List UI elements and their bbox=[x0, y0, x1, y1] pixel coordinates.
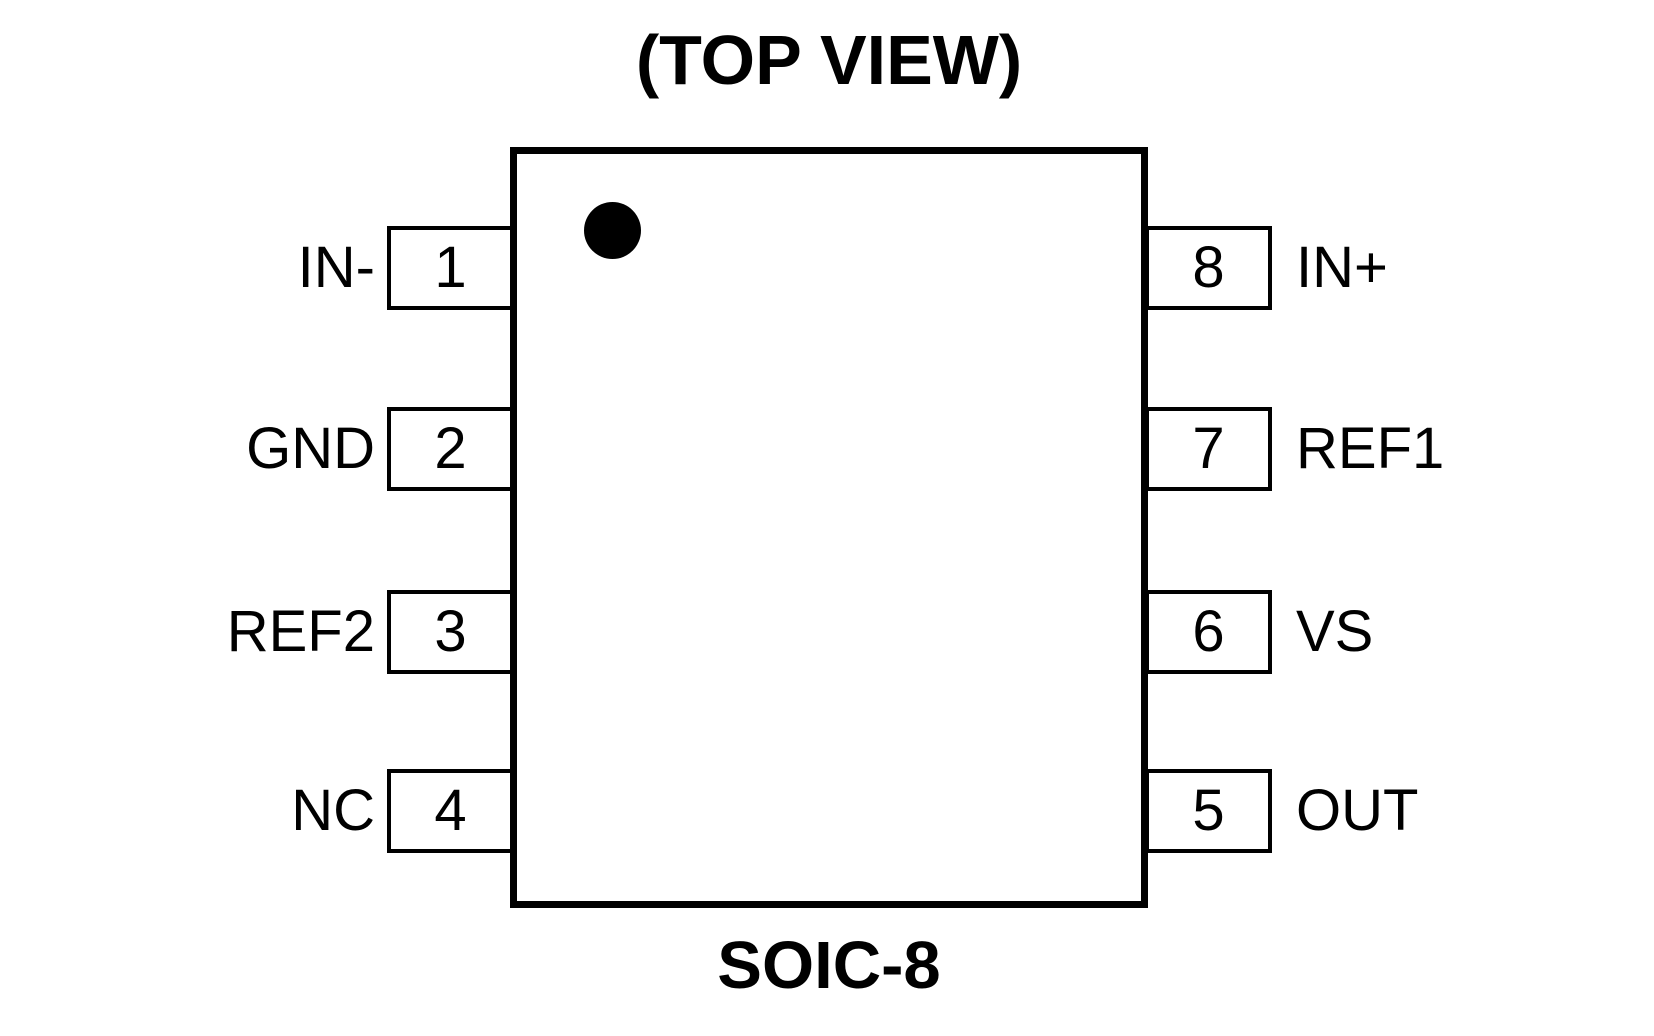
pin-number-3: 3 bbox=[434, 599, 467, 664]
chip-body bbox=[510, 147, 1148, 908]
pin-number-8: 8 bbox=[1192, 235, 1225, 300]
pin-box-6: 6 bbox=[1145, 590, 1272, 674]
pin-label-6: VS bbox=[1296, 599, 1374, 664]
pin-box-7: 7 bbox=[1145, 407, 1272, 491]
pin-number-2: 2 bbox=[434, 416, 467, 481]
pin-label-3: REF2 bbox=[226, 599, 375, 664]
pin-box-2: 2 bbox=[387, 407, 514, 491]
pin-number-1: 1 bbox=[434, 235, 467, 300]
pin-label-2: GND bbox=[246, 416, 375, 481]
pin-number-7: 7 bbox=[1192, 416, 1225, 481]
diagram-title: (TOP VIEW) bbox=[635, 21, 1023, 99]
pin-label-8: IN+ bbox=[1296, 235, 1388, 300]
pin-number-4: 4 bbox=[434, 778, 467, 843]
pin-box-5: 5 bbox=[1145, 769, 1272, 853]
pin-label-1: IN- bbox=[297, 235, 375, 300]
pin-box-4: 4 bbox=[387, 769, 514, 853]
pin-box-8: 8 bbox=[1145, 226, 1272, 310]
pin-number-5: 5 bbox=[1192, 778, 1225, 843]
pin-box-1: 1 bbox=[387, 226, 514, 310]
pin-label-5: OUT bbox=[1296, 778, 1419, 843]
pin-label-4: NC bbox=[291, 778, 375, 843]
pin-number-6: 6 bbox=[1192, 599, 1225, 664]
pin-box-3: 3 bbox=[387, 590, 514, 674]
package-label: SOIC-8 bbox=[717, 928, 941, 1003]
pin-label-7: REF1 bbox=[1296, 416, 1445, 481]
pin1-indicator-dot bbox=[584, 202, 641, 259]
